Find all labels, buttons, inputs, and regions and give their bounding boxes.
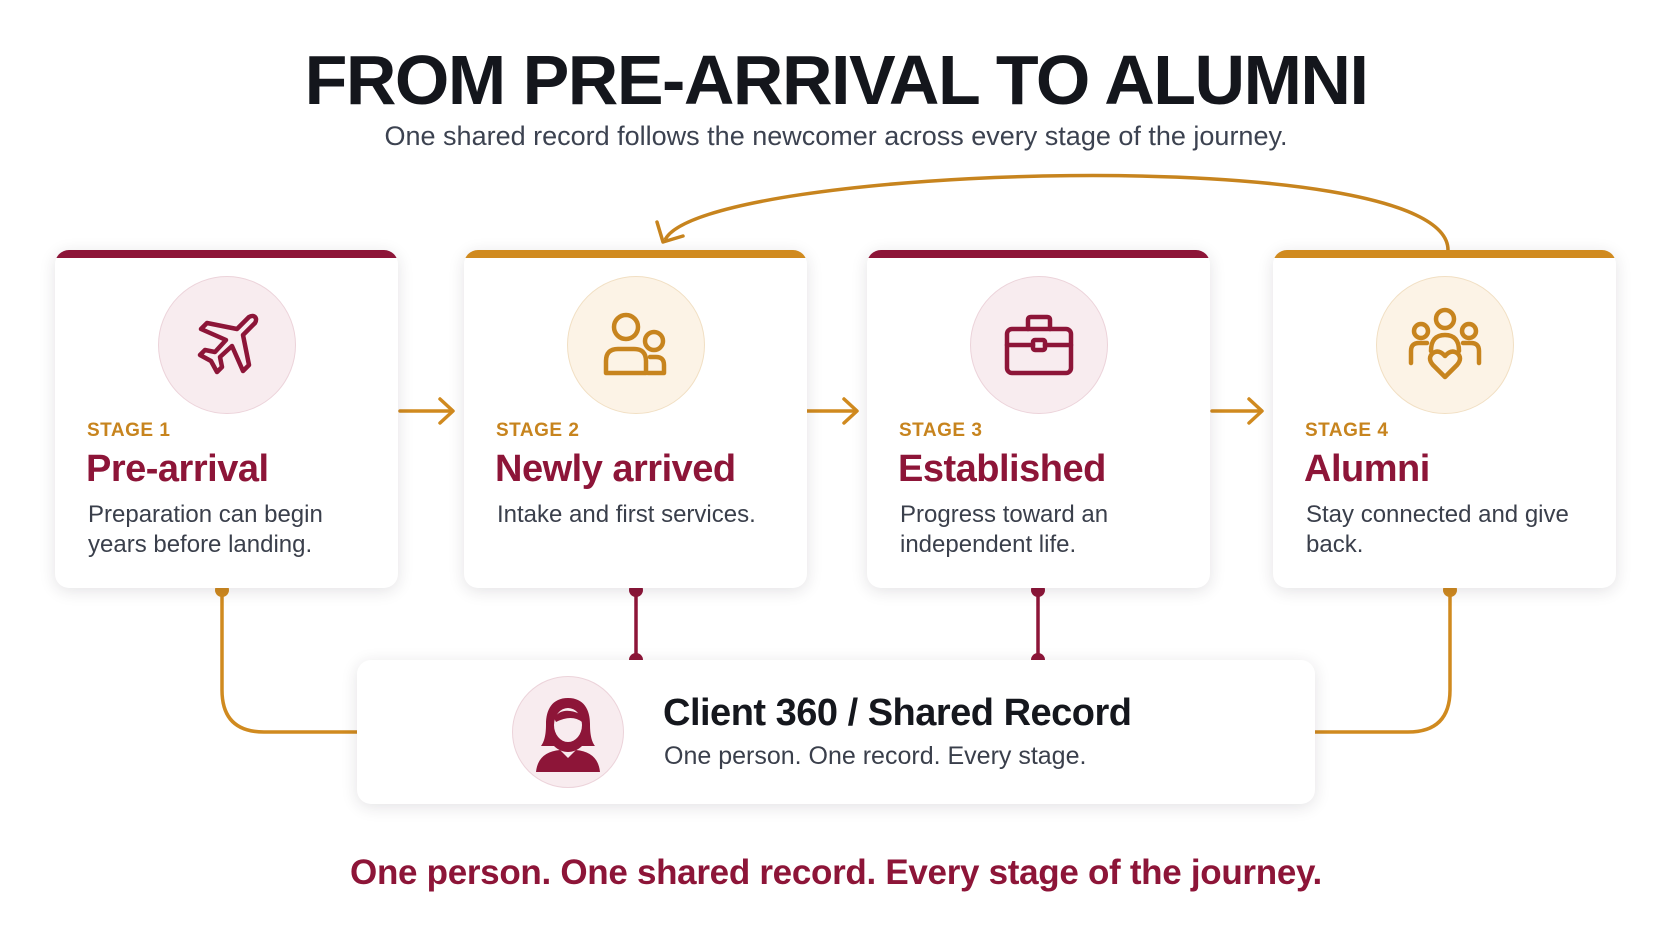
card-accent-bar (867, 250, 1210, 258)
stage-name: Pre-arrival (86, 448, 269, 490)
stage-description: Progress toward an independent life. (900, 501, 1109, 558)
stage-description: Intake and first services. (497, 501, 756, 528)
footer-tagline: One person. One shared record. Every sta… (350, 853, 1322, 892)
stage-description: Stay connected and give back. (1306, 501, 1569, 558)
stage-name: Established (898, 448, 1106, 490)
stage-name: Alumni (1304, 448, 1430, 490)
card-accent-bar (1273, 250, 1616, 258)
stage-label: STAGE 4 (1305, 420, 1389, 441)
card-accent-bar (55, 250, 398, 258)
record-title: Client 360 / Shared Record (663, 692, 1132, 734)
stage-arrow-1-2 (398, 397, 455, 425)
stage-label: STAGE 3 (899, 420, 983, 441)
card-accent-bar (464, 250, 807, 258)
people-icon (567, 276, 705, 414)
stage-arrow-3-4 (1210, 397, 1264, 425)
stage-label: STAGE 1 (87, 420, 171, 441)
stage-card-established[interactable]: STAGE 3 Established Progress toward an i… (867, 250, 1210, 588)
stage-name: Newly arrived (495, 448, 736, 490)
stage-card-alumni[interactable]: STAGE 4 Alumni Stay connected and give b… (1273, 250, 1616, 588)
airplane-icon (158, 276, 296, 414)
stage-label: STAGE 2 (496, 420, 580, 441)
community-heart-icon (1376, 276, 1514, 414)
page-subtitle: One shared record follows the newcomer a… (384, 121, 1288, 151)
loop-back-arrowhead (655, 220, 685, 244)
briefcase-icon (970, 276, 1108, 414)
connector-stage1-record (220, 590, 357, 734)
client-360-record-card[interactable]: Client 360 / Shared Record One person. O… (357, 660, 1315, 804)
loop-back-arrow (663, 173, 1450, 251)
record-subtitle: One person. One record. Every stage. (664, 742, 1087, 770)
connector-stage4-record (1315, 590, 1452, 734)
stage-arrow-2-3 (805, 397, 859, 425)
person-avatar-icon (512, 676, 624, 788)
stage-description: Preparation can begin years before landi… (88, 501, 323, 558)
stage-card-newly-arrived[interactable]: STAGE 2 Newly arrived Intake and first s… (464, 250, 807, 588)
page-title: FROM PRE-ARRIVAL TO ALUMNI (304, 41, 1369, 119)
stage-card-pre-arrival[interactable]: STAGE 1 Pre-arrival Preparation can begi… (55, 250, 398, 588)
